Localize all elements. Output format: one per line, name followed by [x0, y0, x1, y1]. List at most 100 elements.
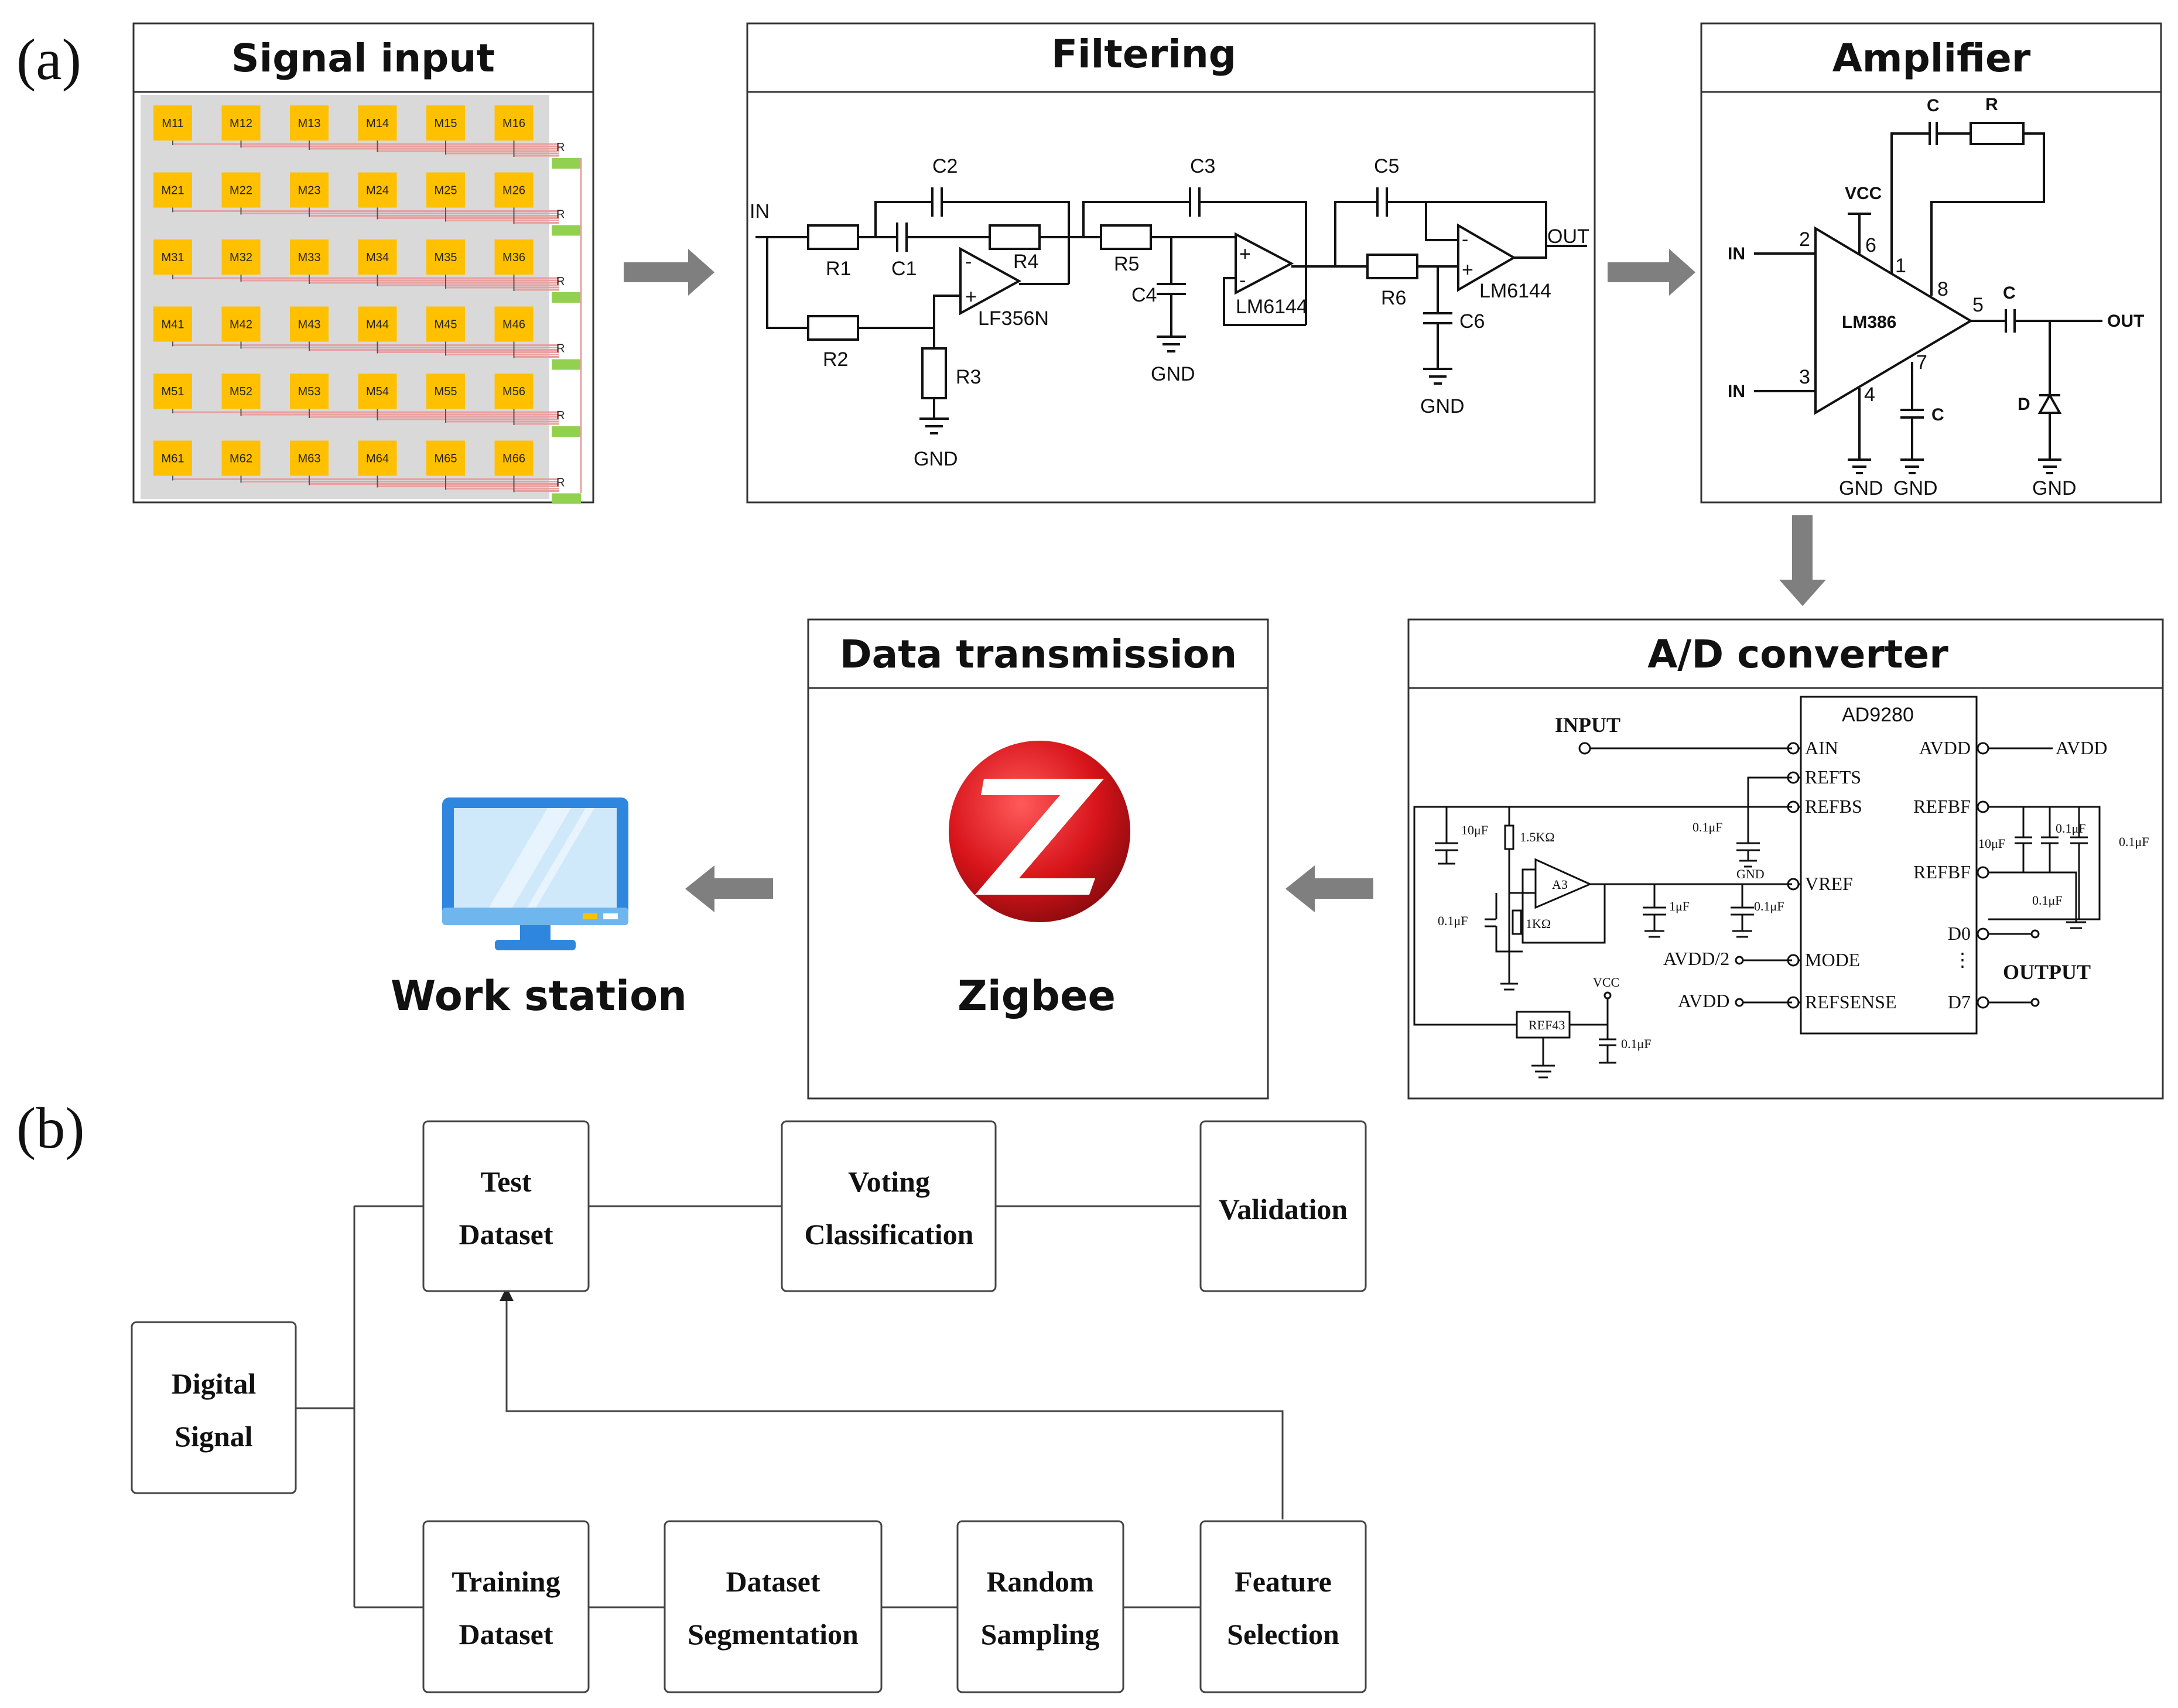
amp-gnd-3: GND: [2032, 477, 2077, 499]
amp-out: OUT: [2107, 312, 2144, 331]
sensor-cell-label: M53: [298, 385, 321, 398]
signal-input-title: Signal input: [231, 36, 495, 81]
sensor-cell-label: M65: [435, 453, 457, 465]
sensor-cell: [153, 440, 192, 476]
flow-arrow-1: [624, 249, 714, 296]
adc-opamp: A3: [1552, 877, 1568, 892]
sensor-cell-label: M23: [298, 184, 321, 197]
sensor-cell: [153, 306, 192, 342]
sensor-cell-label: M63: [298, 453, 321, 465]
svg-text:10μF: 10μF: [1461, 823, 1488, 837]
sensor-cell: [290, 105, 329, 141]
data-transmission-block: Data transmission Zigbee: [807, 618, 1269, 1100]
svg-text:Voting: Voting: [848, 1165, 930, 1198]
panel-label-b: (b): [16, 1096, 85, 1161]
adc-dots: ⋮: [1953, 949, 1972, 970]
amp-diode: D: [2018, 395, 2030, 414]
adc-left-pin: REFBS: [1805, 796, 1862, 817]
sensor-cell: [153, 105, 192, 141]
svg-text:Training: Training: [452, 1565, 560, 1598]
sensor-cell-label: M36: [502, 251, 525, 264]
sensor-cell-label: M31: [162, 251, 184, 264]
svg-text:0.1μF: 0.1μF: [1754, 899, 1784, 913]
sensor-cell: [426, 239, 465, 275]
svg-text:-: -: [1462, 228, 1468, 251]
svg-text:0.1μF: 0.1μF: [2032, 893, 2063, 908]
sensor-cell: [358, 306, 397, 342]
sensor-row-label: R: [556, 141, 565, 154]
filtering-block: Filtering IN R1 R2 C1 C2 R4 - + LF356N: [746, 22, 1596, 504]
sensor-cell: [290, 374, 329, 409]
sensor-row-label: R: [556, 477, 565, 490]
sensor-cell-label: M22: [230, 184, 252, 197]
sensor-cell-label: M41: [162, 319, 184, 331]
svg-text:-: -: [1239, 269, 1246, 292]
flowchart: Digital Signal Test Dataset Voting Class…: [131, 1120, 1367, 1693]
flow-arrow-5: [685, 865, 773, 912]
fc-random-sampling: Random Sampling: [956, 1520, 1124, 1693]
svg-text:0.1μF: 0.1μF: [1693, 820, 1723, 834]
filter-gnd-2: GND: [1151, 363, 1195, 385]
svg-text:8: 8: [1937, 278, 1948, 300]
adc-left-pin: VREF: [1805, 873, 1853, 894]
sensor-cell: [153, 239, 192, 275]
svg-text:2: 2: [1799, 228, 1810, 251]
sensor-cell: [426, 374, 465, 409]
svg-text:7: 7: [1916, 351, 1927, 374]
sensor-cell: [494, 239, 534, 275]
fc-training-dataset: Training Dataset: [422, 1520, 590, 1693]
filter-C3: C3: [1190, 155, 1215, 177]
ad-converter-title: A/D converter: [1647, 632, 1948, 677]
filter-C4: C4: [1131, 284, 1157, 306]
filter-R5: R5: [1114, 253, 1139, 275]
fc-voting-classification: Voting Classification: [781, 1120, 997, 1292]
sensor-cell-label: M11: [162, 117, 183, 130]
svg-text:10μF: 10μF: [1978, 836, 2005, 851]
filter-opamp3: LM6144: [1479, 280, 1551, 302]
amplifier-title: Amplifier: [1832, 36, 2031, 81]
workstation-label: Work station: [391, 972, 687, 1020]
data-transmission-title: Data transmission: [840, 632, 1237, 677]
adc-output-label: OUTPUT: [2003, 960, 2091, 984]
sensor-cell-label: M64: [366, 453, 389, 465]
svg-text:VCC: VCC: [1593, 975, 1619, 990]
svg-text:Dataset: Dataset: [459, 1618, 553, 1651]
sensor-cell-label: M13: [298, 117, 321, 130]
sensor-cell: [290, 440, 329, 476]
sensor-cell-label: M33: [298, 251, 321, 264]
sensor-cell-label: M21: [162, 184, 184, 197]
svg-text:0.1μF: 0.1μF: [2056, 821, 2086, 836]
sensor-cell-label: M52: [230, 385, 252, 398]
svg-text:Sampling: Sampling: [981, 1618, 1100, 1651]
amplifier-block: Amplifier LM386 IN IN 2 3 VCC 6 C R 1 8 …: [1700, 22, 2162, 504]
svg-text:-: -: [965, 251, 972, 273]
filtering-title: Filtering: [1051, 32, 1236, 77]
svg-text:Signal: Signal: [175, 1420, 253, 1453]
adc-right-pin: D7: [1948, 991, 1971, 1012]
filter-gnd-1: GND: [914, 448, 958, 470]
svg-text:4: 4: [1864, 384, 1875, 406]
svg-text:0.1μF: 0.1μF: [1621, 1036, 1652, 1051]
sensor-cell-label: M46: [502, 319, 525, 331]
sensor-row-label: R: [556, 343, 565, 355]
sensor-cell-label: M34: [366, 251, 389, 264]
svg-text:1KΩ: 1KΩ: [1526, 916, 1551, 931]
svg-text:0.1μF: 0.1μF: [1438, 913, 1468, 928]
amp-in-1: IN: [1728, 244, 1745, 263]
amp-c-out: C: [2003, 283, 2016, 303]
sensor-cell-label: M14: [366, 117, 389, 130]
sensor-row-label: R: [556, 409, 565, 422]
svg-text:3: 3: [1799, 366, 1810, 388]
sensor-cell-label: M44: [366, 319, 389, 331]
flow-arrow-4: [1285, 865, 1373, 912]
sensor-cell: [426, 172, 465, 208]
svg-text:GND: GND: [1736, 867, 1765, 881]
zigbee-label: Zigbee: [958, 972, 1116, 1020]
sensor-cell-label: M43: [298, 319, 321, 331]
svg-text:Feature: Feature: [1235, 1565, 1332, 1598]
sensor-cell: [153, 374, 192, 409]
amp-gnd-1: GND: [1839, 477, 1883, 499]
filter-R3: R3: [956, 366, 981, 388]
